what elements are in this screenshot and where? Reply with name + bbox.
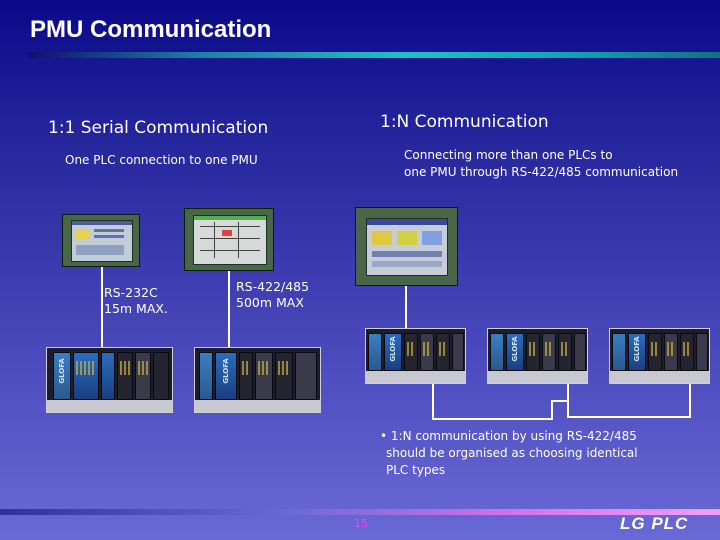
note-line3: PLC types	[386, 463, 446, 477]
plc-rack-3: GLOFA	[365, 328, 466, 384]
cable-1n-rise-1	[551, 400, 553, 420]
cable-1n-down	[405, 286, 407, 328]
note-line2: should be organised as choosing identica…	[386, 446, 638, 460]
note-line1: • 1:N communication by using RS-422/485	[380, 429, 637, 443]
cable-1n-bus-1	[432, 418, 552, 420]
cable-1n-link	[551, 400, 569, 402]
subtitle-1-n-line1: Connecting more than one PLCs to	[404, 148, 613, 162]
cable-rs422	[228, 271, 230, 347]
heading-1-1: 1:1 Serial Communication	[48, 118, 269, 138]
page-number: 15	[354, 517, 368, 530]
slide-title: PMU Communication	[30, 16, 272, 43]
rs422-label-line1: RS-422/485	[236, 279, 310, 294]
pmu-panel-1	[62, 214, 140, 267]
plc-rack-5: GLOFA	[609, 328, 710, 384]
title-underline	[28, 52, 720, 58]
plc-rack-2: GLOFA	[194, 347, 321, 413]
pmu-panel-2	[184, 208, 274, 271]
cable-1n-drop-1	[432, 383, 434, 419]
brand-logo-text: LG PLC	[620, 514, 689, 533]
cable-1n-drop-2b	[567, 402, 569, 418]
rs232-label-line2: 15m MAX.	[104, 301, 168, 316]
rs422-label-line2: 500m MAX	[236, 295, 304, 310]
subtitle-1-1: One PLC connection to one PMU	[65, 153, 258, 167]
plc-rack-1: GLOFA	[46, 347, 173, 413]
subtitle-1-n-line2: one PMU through RS-422/485 communication	[404, 165, 679, 179]
cable-rs232	[101, 267, 103, 347]
cable-1n-bus-2	[567, 416, 691, 418]
footer-bar	[0, 509, 720, 515]
heading-1-n: 1:N Communication	[380, 112, 549, 132]
cable-1n-rise-2	[689, 383, 691, 418]
rs232-label-line1: RS-232C	[104, 285, 158, 300]
plc-rack-4: GLOFA	[487, 328, 588, 384]
cable-1n-drop-2	[567, 383, 569, 403]
pmu-panel-3	[355, 207, 458, 286]
